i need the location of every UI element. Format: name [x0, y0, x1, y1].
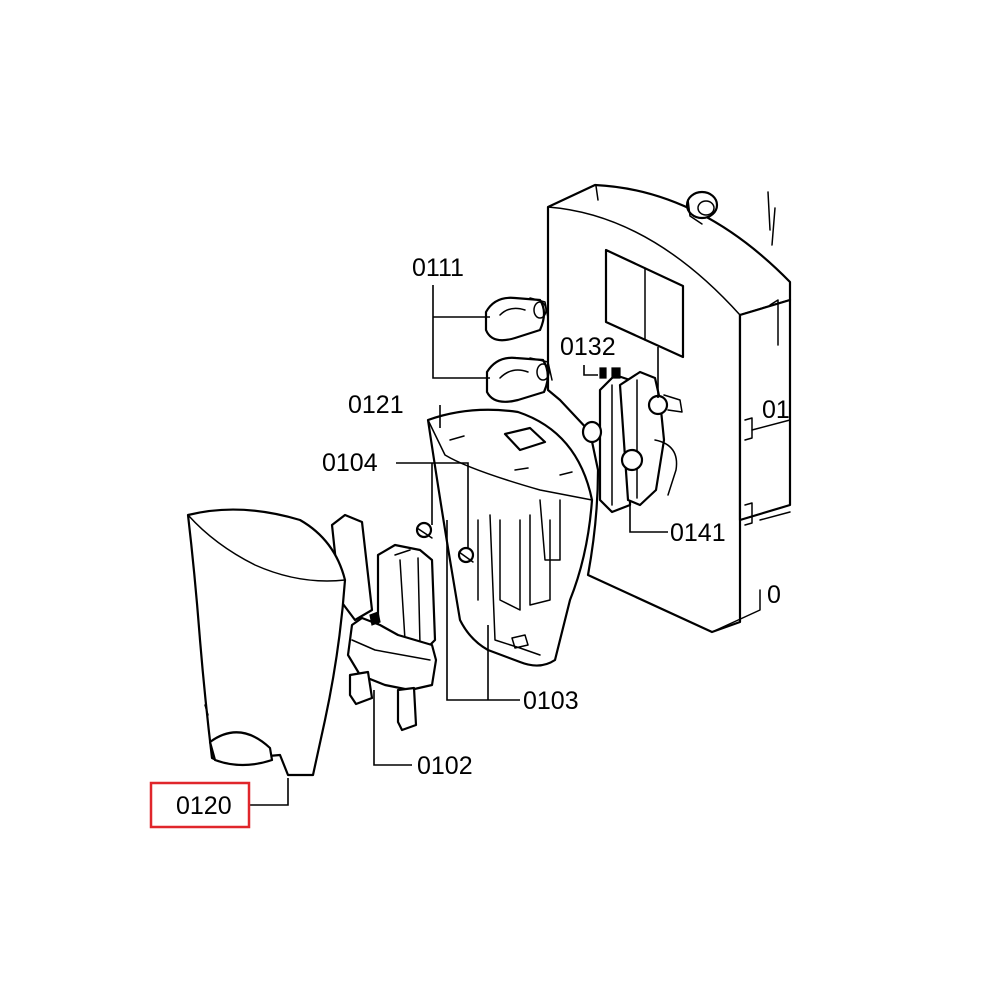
part-0104-pins [415, 521, 475, 564]
part-0141-valve-block [581, 367, 683, 514]
highlight-box [149, 781, 251, 829]
part-0111-knob-lower [485, 356, 553, 403]
housing-panel [546, 183, 792, 634]
panel-knob [685, 190, 719, 225]
leader-lines [250, 285, 668, 806]
label-0103: 0103 [523, 687, 579, 715]
label-cut-right-1: 01 [762, 396, 790, 424]
label-0121: 0121 [348, 391, 404, 419]
label-cut-right-2: 0 [767, 581, 781, 609]
label-0104: 0104 [322, 449, 378, 477]
part-0121-front-cover [426, 408, 594, 667]
label-0111: 0111 [412, 254, 464, 282]
label-0141: 0141 [670, 519, 726, 547]
label-0102: 0102 [417, 752, 473, 780]
part-labels: 0111 0132 0121 0104 0141 0103 0102 0120 … [176, 254, 790, 820]
part-0102-spout-unit [330, 513, 438, 732]
label-0120: 0120 [176, 792, 232, 820]
part-0111-knob-upper [484, 296, 549, 342]
label-0132: 0132 [560, 333, 616, 361]
part-0120-drip-cup [186, 508, 347, 777]
